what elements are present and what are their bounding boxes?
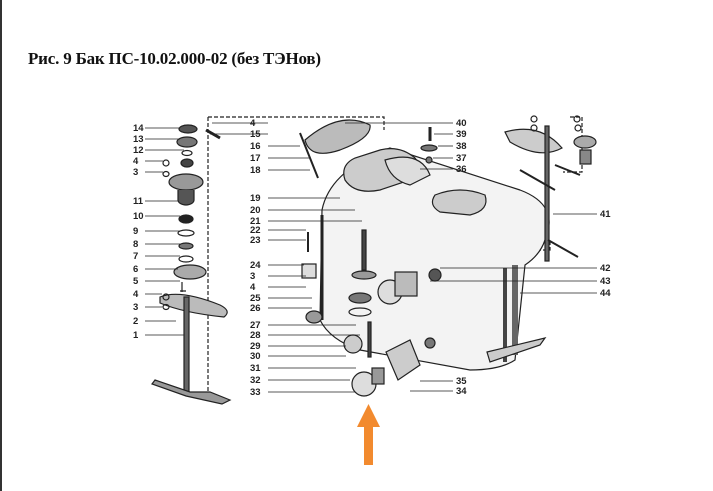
callout-label-15: 15: [250, 129, 261, 140]
callout-label-3: 3: [133, 302, 138, 313]
callout-label-1: 1: [133, 330, 139, 341]
callout-label-8: 8: [133, 239, 138, 250]
callout-label-29: 29: [250, 341, 261, 352]
callout-label-24: 24: [250, 260, 261, 271]
callout-label-4: 4: [250, 282, 256, 293]
callout-label-7: 7: [133, 251, 138, 262]
callout-label-3: 3: [250, 271, 255, 282]
callout-label-2: 2: [133, 316, 138, 327]
callout-label-42: 42: [600, 263, 611, 274]
pointer-arrow-icon: [357, 404, 380, 465]
callout-label-5: 5: [133, 276, 139, 287]
callout-label-31: 31: [250, 363, 261, 374]
callout-label-21: 21: [250, 216, 261, 227]
callout-label-36: 36: [456, 164, 467, 175]
callout-label-32: 32: [250, 375, 261, 386]
callout-label-37: 37: [456, 153, 467, 164]
callout-label-40: 40: [456, 118, 467, 129]
callout-label-33: 33: [250, 387, 261, 398]
callout-label-41: 41: [600, 209, 611, 220]
callout-label-39: 39: [456, 129, 467, 140]
page-edge: [0, 0, 2, 491]
callout-label-11: 11: [133, 196, 144, 207]
diagram-drawing: [151, 115, 597, 405]
callout-label-22: 22: [250, 225, 261, 236]
callout-label-9: 9: [133, 226, 138, 237]
callout-label-17: 17: [250, 153, 261, 164]
callout-label-35: 35: [456, 376, 467, 387]
callout-label-26: 26: [250, 303, 261, 314]
callout-label-30: 30: [250, 351, 261, 362]
callout-label-23: 23: [250, 235, 261, 246]
callout-label-12: 12: [133, 145, 144, 156]
callout-labels: 1413124311109876543214151617181920212223…: [133, 118, 611, 398]
callout-label-6: 6: [133, 264, 138, 275]
callout-label-18: 18: [250, 165, 261, 176]
callout-label-4: 4: [133, 156, 139, 167]
callout-label-44: 44: [600, 288, 611, 299]
callout-label-28: 28: [250, 330, 261, 341]
callout-label-13: 13: [133, 134, 144, 145]
callout-label-3: 3: [133, 167, 138, 178]
callout-label-4: 4: [133, 289, 139, 300]
callout-label-16: 16: [250, 141, 261, 152]
figure-title: Рис. 9 Бак ПС-10.02.000-02 (без ТЭНов): [28, 49, 321, 68]
callout-label-14: 14: [133, 123, 144, 134]
callout-label-10: 10: [133, 211, 144, 222]
callout-label-43: 43: [600, 276, 611, 287]
callout-label-34: 34: [456, 386, 467, 397]
callout-label-38: 38: [456, 141, 467, 152]
callout-label-4: 4: [250, 118, 256, 129]
callout-label-27: 27: [250, 320, 261, 331]
callout-label-20: 20: [250, 205, 261, 216]
callout-leaders: [145, 122, 597, 393]
callout-label-19: 19: [250, 193, 261, 204]
callout-label-25: 25: [250, 293, 261, 304]
